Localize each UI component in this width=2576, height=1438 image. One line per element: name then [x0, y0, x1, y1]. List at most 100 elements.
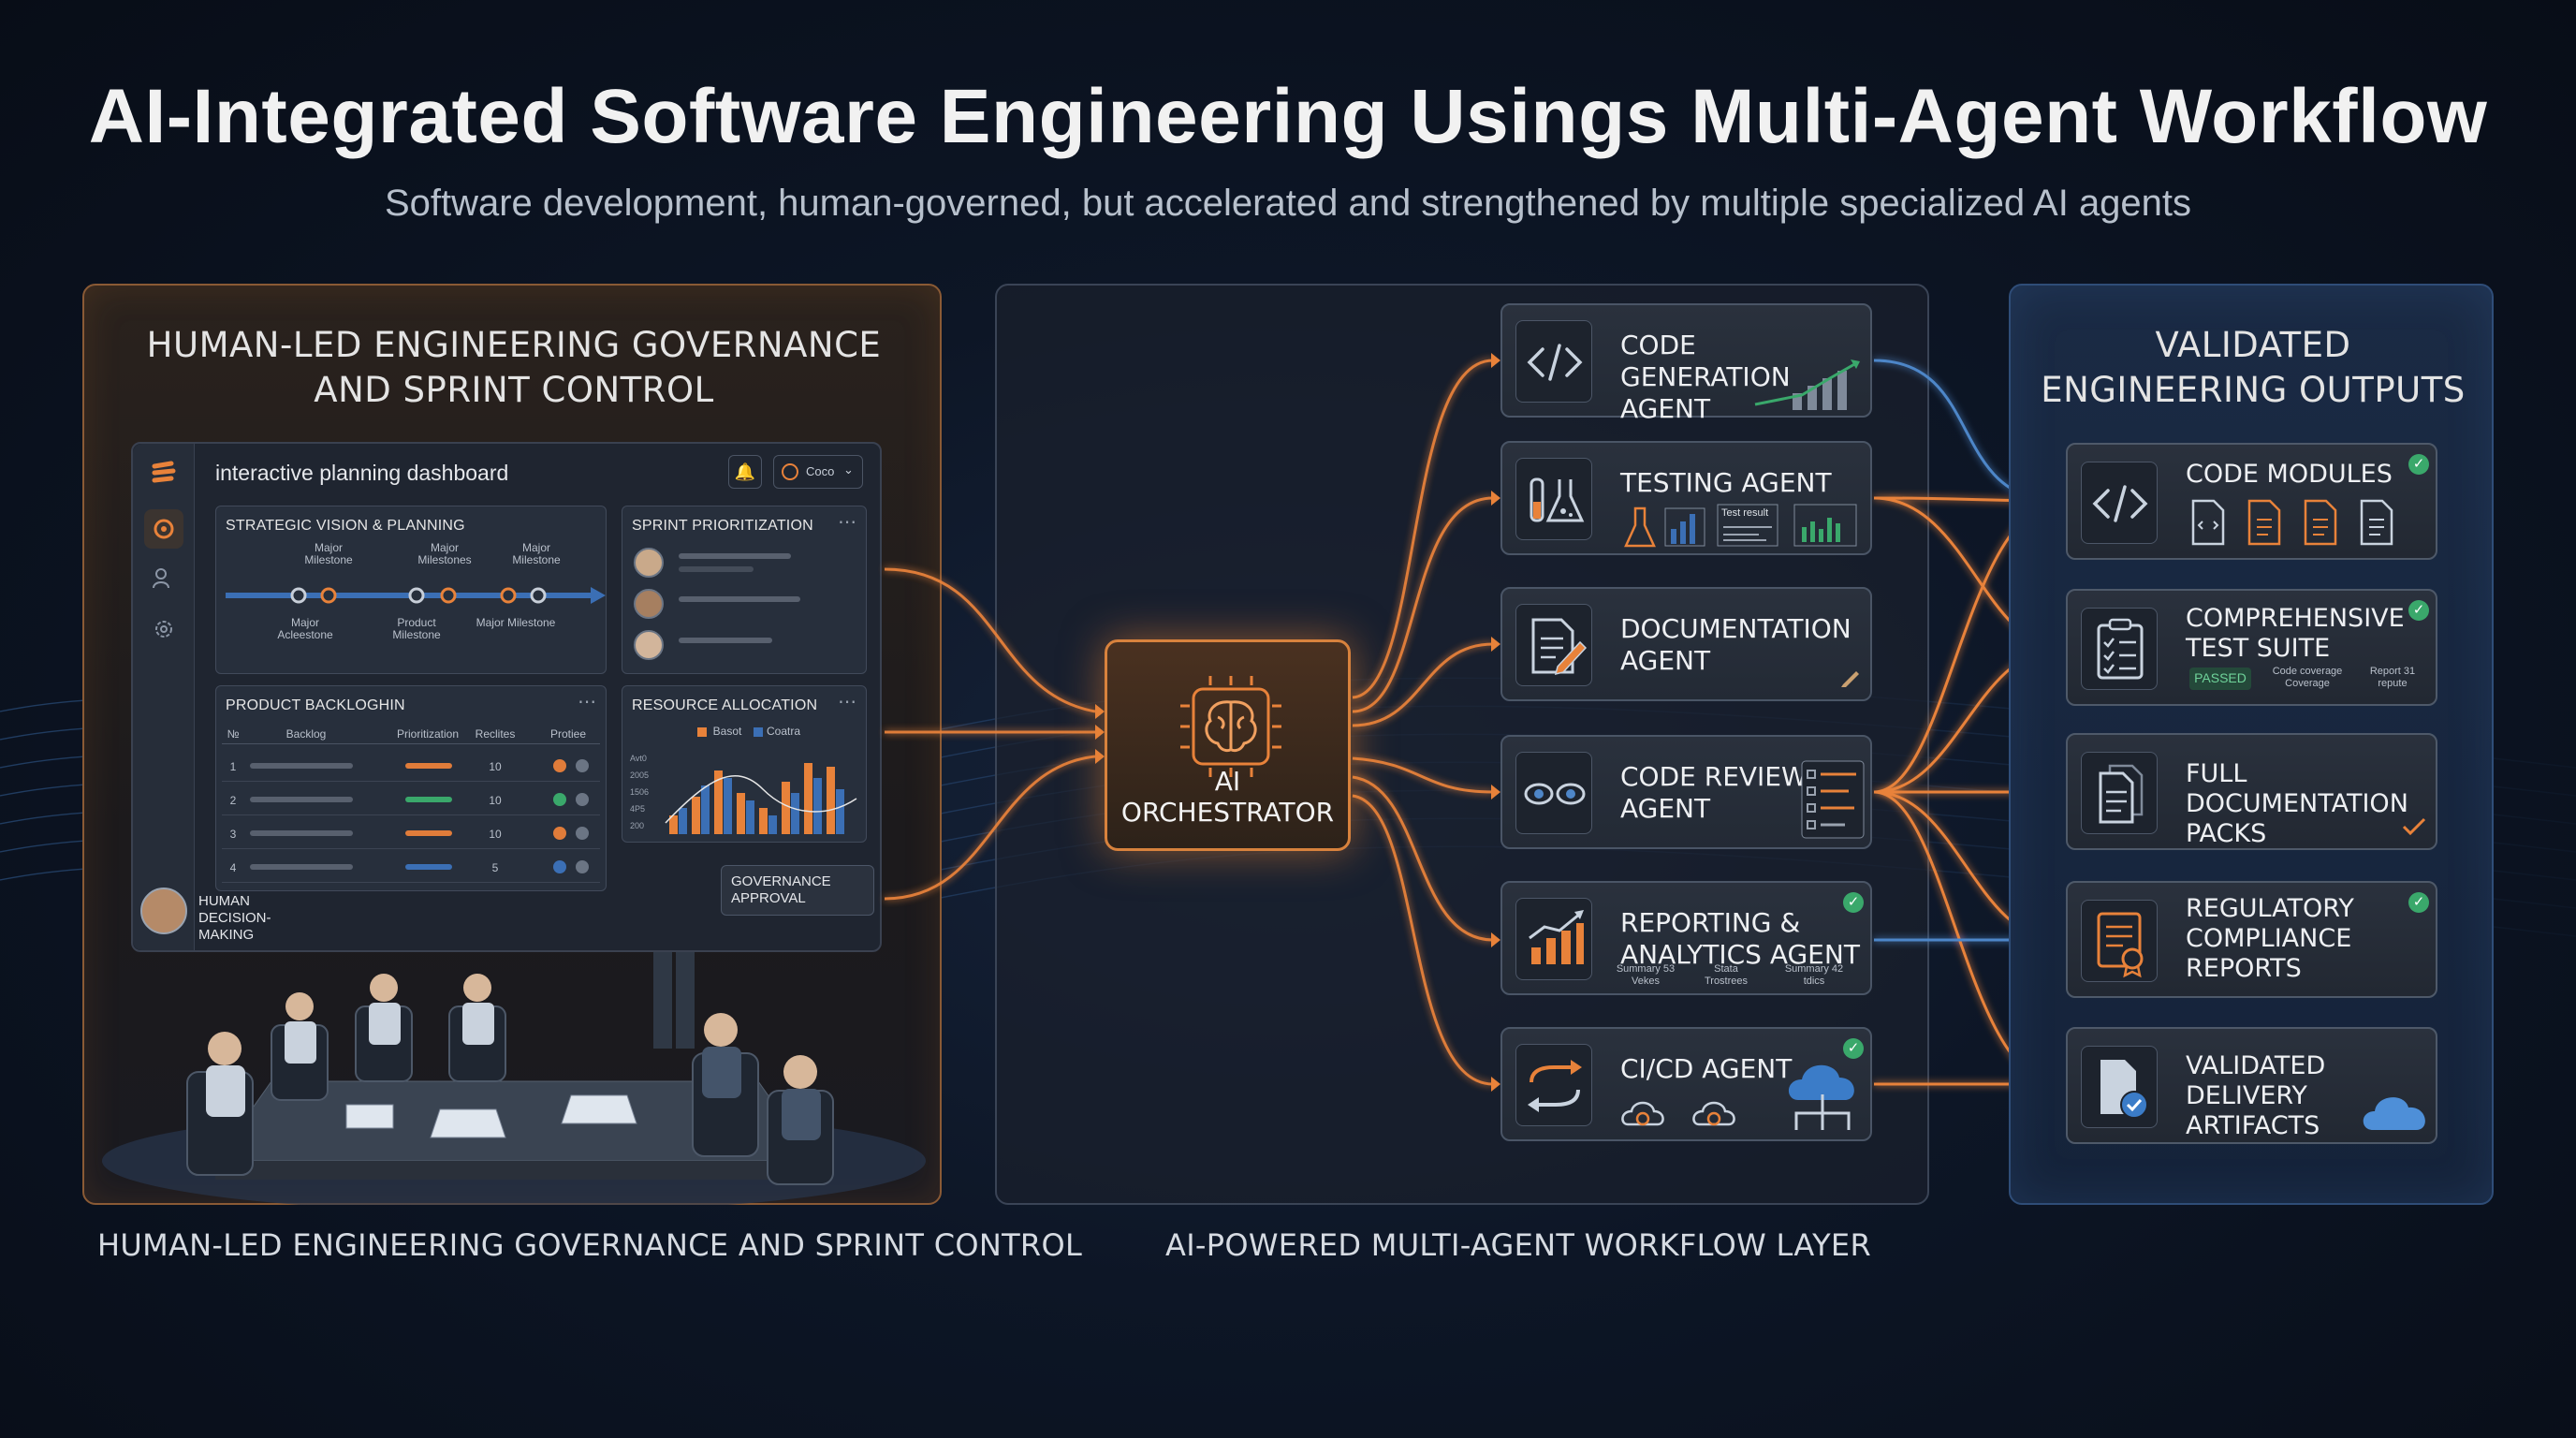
flask-icon: [1515, 458, 1592, 540]
human-panel-caption: HUMAN-LED ENGINEERING GOVERNANCE AND SPR…: [97, 1227, 1083, 1263]
output-documentation-packs[interactable]: FULL DOCUMENTATION PACKS: [2066, 733, 2437, 850]
governance-approval-label: GOVERNANCE APPROVAL: [731, 873, 831, 906]
row-status-dot: [553, 860, 566, 873]
resource-card-title: RESOURCE ALLOCATION: [632, 697, 818, 713]
table-row[interactable]: 2 10: [222, 785, 600, 815]
legend-swatch-blue: [754, 727, 763, 737]
review-checklist-icon: [1801, 760, 1865, 839]
col-header-protiee: Protiee: [549, 727, 587, 741]
report-label: Report 31 repute: [2369, 666, 2416, 689]
output-label: CODE MODULES: [2186, 460, 2393, 489]
summary-label-2: Stata Trostrees: [1704, 963, 1749, 987]
milestone-top-3: Major Milestone: [512, 541, 561, 566]
check-badge-icon: ✓: [1843, 892, 1864, 913]
y-tick-label: 200: [630, 821, 644, 830]
bar-chart-icon: [1515, 898, 1592, 980]
agent-code-review[interactable]: CODE REVIEW AGENT: [1500, 735, 1872, 849]
output-test-suite[interactable]: COMPREHENSIVE TEST SUITE ✓ PASSED Code c…: [2066, 589, 2437, 706]
milestone-bottom-1: Major Acleestone: [277, 616, 333, 641]
col-header-backlog: Backlog: [285, 727, 327, 741]
agent-ci-cd[interactable]: CI/CD AGENT ✓: [1500, 1027, 1872, 1141]
row-value: 5: [491, 861, 499, 874]
sprint-bar-2: [679, 596, 800, 602]
clipboard-checklist-icon: [2081, 608, 2158, 690]
row-number: 4: [229, 861, 237, 874]
row-backlog-bar: [250, 763, 353, 769]
connector-orch-to-cicd: [1352, 794, 1494, 1086]
user-menu-button[interactable]: Coco ⌄: [773, 455, 863, 489]
arrowhead-orchestrator-1: [1095, 704, 1105, 719]
arrowhead-orchestrator-2: [1095, 725, 1105, 740]
connector-orch-to-reporting: [1352, 775, 1494, 942]
agent-label: REPORTING & ANALYTICS AGENT: [1620, 907, 1860, 970]
page-title: AI-Integrated Software Engineering Using…: [88, 74, 2488, 159]
human-decision-label: HUMAN DECISION-MAKING: [198, 893, 271, 943]
document-pen-icon: [1515, 604, 1592, 686]
agent-label: CI/CD AGENT: [1620, 1053, 1793, 1084]
coverage-label: Code coverage Coverage: [2272, 666, 2343, 689]
resource-bar-orange: [782, 782, 790, 834]
agent-testing[interactable]: TESTING AGENT Test result: [1500, 441, 1872, 555]
notification-bell-icon[interactable]: 🔔: [728, 455, 762, 489]
sidebar-settings-active-icon[interactable]: [144, 509, 183, 549]
output-code-modules[interactable]: CODE MODULES ✓: [2066, 443, 2437, 560]
arrowhead-orchestrator-3: [1095, 749, 1105, 764]
output-compliance-reports[interactable]: REGULATORY COMPLIANCE REPORTS ✓: [2066, 881, 2437, 998]
more-options-icon[interactable]: ⋯: [838, 692, 856, 712]
sprint-avatar-1: [634, 548, 664, 578]
row-backlog-bar: [250, 864, 353, 870]
eyes-icon: [1515, 752, 1592, 834]
agent-code-generation[interactable]: CODE GENERATION AGENT: [1500, 303, 1872, 424]
planning-dashboard[interactable]: interactive planning dashboard 🔔 Coco ⌄ …: [131, 442, 882, 952]
code-icon: [1515, 320, 1592, 403]
row-backlog-bar: [250, 830, 353, 836]
col-header-number: №: [227, 727, 240, 741]
summary-label-3: Summary 42 tdics: [1784, 963, 1844, 987]
resource-bar-blue: [746, 800, 754, 834]
strategic-card-title: STRATEGIC VISION & PLANNING: [226, 518, 465, 534]
product-backlog-card[interactable]: PRODUCT BACKLOGHIN ⋯ № Backlog Prioritiz…: [215, 685, 607, 891]
dashboard-sidebar: [133, 444, 195, 950]
agent-documentation[interactable]: DOCUMENTATION AGENT: [1500, 587, 1872, 701]
sidebar-users-icon[interactable]: [152, 565, 176, 590]
row-value: 10: [489, 828, 502, 841]
sprint-prioritization-card[interactable]: SPRINT PRIORITIZATION ⋯: [622, 506, 867, 674]
legend-label-1: Basot: [712, 725, 742, 738]
row-number: 2: [229, 794, 237, 807]
resource-bar-orange: [692, 797, 700, 834]
trend-line: [665, 775, 857, 824]
agent-label: CODE GENERATION AGENT: [1620, 330, 1791, 424]
sprint-card-title: SPRINT PRIORITIZATION: [632, 518, 813, 534]
row-status-dot-secondary: [576, 793, 589, 806]
more-options-icon[interactable]: ⋯: [838, 512, 856, 533]
user-menu-label: Coco: [806, 464, 835, 478]
decision-maker-avatar: [140, 888, 187, 934]
sidebar-gear-icon[interactable]: [152, 617, 176, 641]
ai-orchestrator-node[interactable]: AI ORCHESTRATOR: [1105, 639, 1351, 851]
strategic-vision-card[interactable]: STRATEGIC VISION & PLANNING Major Milest…: [215, 506, 607, 674]
row-priority-bar: [405, 797, 452, 802]
cloud-icon: [2363, 1097, 2425, 1130]
row-value: 10: [489, 794, 502, 807]
resource-bar-orange: [759, 808, 768, 834]
output-delivery-artifacts[interactable]: VALIDATED DELIVERY ARTIFACTS: [2066, 1027, 2437, 1144]
agent-reporting-analytics[interactable]: REPORTING & ANALYTICS AGENT ✓ Summary 53…: [1500, 881, 1872, 995]
certificate-icon: [2081, 900, 2158, 982]
output-label: FULL DOCUMENTATION PACKS: [2186, 759, 2408, 848]
brain-chip-icon: [1180, 676, 1281, 777]
milestone-bottom-3: Major Milestone: [476, 616, 556, 629]
agent-label: TESTING AGENT: [1620, 467, 1832, 498]
more-options-icon[interactable]: ⋯: [578, 692, 596, 712]
y-tick-label: 2005: [630, 770, 649, 780]
page-subtitle: Software development, human-governed, bu…: [384, 183, 2192, 224]
agent-label: DOCUMENTATION AGENT: [1620, 613, 1852, 676]
connector-orch-to-codegen: [1352, 359, 1494, 699]
row-status-dot-secondary: [576, 860, 589, 873]
y-tick-label: Avt0: [630, 754, 647, 763]
row-status-dot: [553, 759, 566, 772]
milestone-top-2: Major Milestones: [417, 541, 472, 566]
